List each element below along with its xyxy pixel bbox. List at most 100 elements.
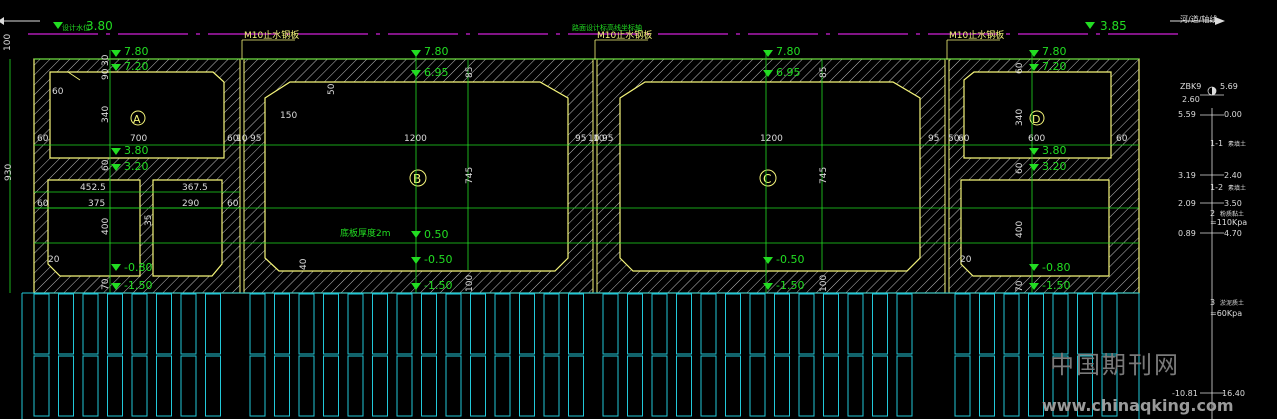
level-floor-b: -0.50	[424, 253, 452, 266]
borehole-row-right: 16.40	[1222, 389, 1245, 398]
level-mid-d-top: 3.80	[1042, 144, 1067, 157]
level-inner-b: 0.50	[424, 228, 449, 241]
pile	[347, 293, 364, 417]
dim-c-1200: 1200	[760, 134, 783, 144]
pile	[396, 293, 413, 417]
dim-b-40: 40	[299, 258, 309, 270]
layer-note: 素填土	[1228, 140, 1246, 148]
dim-b-50: 50	[327, 83, 337, 95]
dim-c-95l: 95	[602, 134, 613, 144]
pile	[700, 293, 717, 417]
dim-b-85: 85	[465, 67, 475, 78]
dim-b-100: 100	[465, 275, 475, 292]
pile	[725, 293, 741, 417]
pile	[627, 293, 643, 417]
pile	[749, 293, 766, 417]
dim-a-60b: 60	[37, 199, 49, 209]
pile	[896, 293, 913, 417]
borehole-value-bot: 2.60	[1182, 95, 1200, 104]
pile	[107, 293, 123, 417]
layer-bearing: =60Kpa	[1210, 309, 1242, 318]
pile	[131, 293, 148, 417]
layer-label: 1-1	[1210, 139, 1223, 148]
pile	[58, 293, 74, 417]
pile	[372, 293, 388, 417]
pile	[676, 293, 692, 417]
dim-a-30: 30	[101, 54, 111, 66]
pile	[249, 293, 266, 417]
pile	[954, 293, 971, 417]
level-mid-a-bot: 3.20	[124, 160, 149, 173]
pile	[33, 293, 50, 417]
dim-b-1200: 1200	[404, 134, 427, 144]
borehole-row-left: 2.09	[1178, 199, 1196, 208]
level-mid-d-bot: 3.20	[1042, 160, 1067, 173]
level-slab-b: 6.95	[424, 66, 449, 79]
level-base-a: -1.50	[124, 279, 152, 292]
dim-a-10l: 10	[236, 134, 248, 144]
pile	[798, 293, 815, 417]
cell-label-c: C	[763, 172, 771, 186]
joint-leaders	[67, 39, 1000, 81]
level-slab-a: 7.20	[124, 60, 149, 73]
dim-a-70: 70	[101, 278, 111, 290]
layer-note: 粉质黏土	[1220, 210, 1244, 218]
borehole-row-left: 5.59	[1178, 110, 1196, 119]
pile	[979, 293, 995, 417]
level-floor-d: -0.80	[1042, 261, 1070, 274]
dim-c-95r: 95	[928, 134, 939, 144]
dim-d-60v: 60	[1015, 162, 1025, 174]
cell-label-d: D	[1032, 113, 1040, 126]
note-floor-thickness: 底板厚度2m	[340, 227, 391, 239]
pile	[274, 293, 290, 417]
dim-d-50: 50	[948, 134, 960, 144]
level-floor-a: -0.80	[124, 261, 152, 274]
dim-d-60t: 60	[1015, 62, 1025, 74]
borehole-row-right: 3.50	[1224, 199, 1242, 208]
dim-c-10: 10	[593, 134, 605, 144]
dim-a-60v: 60	[101, 159, 111, 171]
level-top-d: 7.80	[1042, 45, 1067, 58]
dim-a-haunch: 60	[52, 87, 64, 97]
layer-bearing: =110Kpa	[1210, 218, 1247, 227]
dim-a-3675: 367.5	[182, 183, 208, 193]
dim-d-20: 20	[960, 255, 972, 265]
pile	[470, 293, 486, 417]
pile-foundation	[21, 292, 1140, 419]
pile	[847, 293, 864, 417]
level-base-c: -1.50	[776, 279, 804, 292]
pile	[568, 293, 584, 417]
top-reference-line	[0, 17, 1225, 35]
watermark-logo-cn: 中国期刊网	[1050, 351, 1180, 379]
dim-a-290: 290	[182, 199, 199, 209]
pile	[1003, 293, 1020, 417]
dim-b-10: 10	[588, 134, 600, 144]
water-level-left: 3.80	[86, 19, 113, 33]
level-floor-c: -0.50	[776, 253, 804, 266]
dim-a-90: 90	[101, 68, 111, 80]
dim-c-100: 100	[819, 275, 829, 292]
dim-a-60c: 60	[227, 199, 239, 209]
dim-a-700: 700	[130, 134, 147, 144]
level-base-b: -1.50	[424, 279, 452, 292]
pile	[421, 293, 437, 417]
top-tag-right: 河/道/轴线	[1180, 14, 1217, 24]
borehole-value-top: 5.69	[1220, 82, 1238, 91]
pile	[156, 293, 172, 417]
pile	[872, 293, 888, 417]
borehole-row-left: -10.81	[1172, 389, 1198, 398]
cell-label-a: A	[133, 113, 141, 126]
borehole-name: ZBK9	[1180, 82, 1201, 91]
joint-label-3: M10止水钢板	[949, 29, 1004, 41]
dim-d-60r: 60	[1116, 134, 1128, 144]
level-base-d: -1.50	[1042, 279, 1070, 292]
layer-note: 素填土	[1228, 184, 1246, 192]
cell-label-b: B	[413, 172, 421, 186]
layer-note: 淤泥质土	[1220, 299, 1244, 307]
level-slab-d: 7.20	[1042, 60, 1067, 73]
top-tag-left: 设计水位	[62, 23, 90, 32]
dim-b-745: 745	[465, 167, 475, 184]
pile	[445, 293, 462, 417]
level-top-c: 7.80	[776, 45, 801, 58]
dim-a-340: 340	[101, 106, 111, 123]
